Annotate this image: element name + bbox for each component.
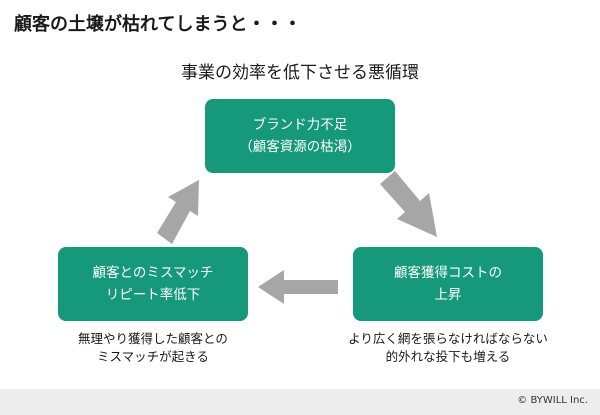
- node-brand-shortage-line2: （顧客資源の枯渇）: [239, 139, 361, 155]
- copyright-text: © BYWILL Inc.: [517, 395, 588, 406]
- node-acquisition-cost-line1: 顧客獲得コストの: [394, 265, 502, 281]
- node-acquisition-cost-line2: 上昇: [434, 287, 462, 303]
- node-customer-mismatch-line1: 顧客とのミスマッチ: [92, 265, 214, 281]
- page-title: 顧客の土壌が枯れてしまうと・・・: [14, 14, 302, 35]
- note-wide-net-line1: より広く網を張らなければならない: [348, 331, 548, 346]
- note-mismatch: 無理やり獲得した顧客との ミスマッチが起きる: [40, 330, 266, 366]
- note-wide-net: より広く網を張らなければならない 的外れな投下も増える: [320, 330, 576, 366]
- node-brand-shortage-line1: ブランド力不足: [252, 117, 348, 133]
- note-mismatch-line2: ミスマッチが起きる: [97, 349, 209, 364]
- note-wide-net-line2: 的外れな投下も増える: [385, 349, 511, 364]
- note-mismatch-line1: 無理やり獲得した顧客との: [78, 331, 228, 346]
- diagram-subtitle: 事業の効率を低下させる悪循環: [181, 63, 419, 83]
- node-customer-mismatch-line2: リピート率低下: [105, 287, 201, 303]
- arrow-right-to-left: [258, 270, 338, 304]
- arrow-top-to-right: [380, 171, 437, 237]
- footer-bar: © BYWILL Inc.: [0, 389, 600, 415]
- node-acquisition-cost: 顧客獲得コストの 上昇: [353, 247, 543, 321]
- arrow-left-to-top: [157, 180, 199, 244]
- node-customer-mismatch: 顧客とのミスマッチ リピート率低下: [58, 247, 248, 321]
- node-brand-shortage: ブランド力不足 （顧客資源の枯渇）: [205, 99, 395, 173]
